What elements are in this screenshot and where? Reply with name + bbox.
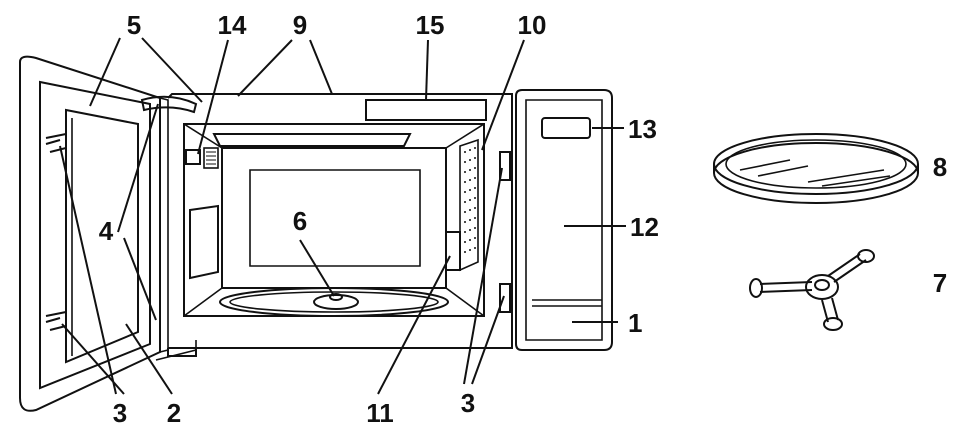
door-window xyxy=(65,108,139,364)
callout-label-14: 14 xyxy=(218,10,247,40)
callout-label-11: 11 xyxy=(366,398,394,428)
oven-lamp xyxy=(185,147,219,169)
callout-label-9: 9 xyxy=(293,10,307,40)
callout-label-3-right: 3 xyxy=(461,388,475,418)
callout-label-4: 4 xyxy=(99,216,114,246)
callout-label-15: 15 xyxy=(416,10,445,40)
door-lock-slot-lower xyxy=(499,283,511,313)
door-latch-hook-upper xyxy=(45,132,67,153)
callout-label-1: 1 xyxy=(628,308,642,338)
cavity-vent-grille xyxy=(459,138,479,272)
leader-lines xyxy=(59,37,626,395)
oven-cabinet xyxy=(167,93,513,349)
callout-label-12: 12 xyxy=(630,212,659,242)
callout-label-2: 2 xyxy=(167,398,181,428)
oven-cavity xyxy=(183,123,485,317)
callout-label-5: 5 xyxy=(127,10,141,40)
glass-tray xyxy=(713,133,919,204)
callout-label-8: 8 xyxy=(933,152,947,182)
callout-label-13: 13 xyxy=(628,114,657,144)
control-panel xyxy=(515,89,613,351)
wave-guide-cover xyxy=(189,204,219,280)
callout-label-3-left: 3 xyxy=(113,398,127,428)
door-handle-top xyxy=(140,95,198,114)
callout-label-7: 7 xyxy=(933,268,947,298)
door-lock-slot-upper xyxy=(499,151,511,181)
control-panel-top-vent xyxy=(365,99,487,121)
turntable-roller-ring xyxy=(749,249,875,331)
safety-interlock-switch xyxy=(445,231,461,271)
door-latch-hook-lower xyxy=(45,310,67,331)
turntable-floor xyxy=(219,287,449,317)
turntable-shaft xyxy=(313,293,359,310)
callout-label-10: 10 xyxy=(518,10,547,40)
callout-label-6: 6 xyxy=(293,206,307,236)
oven-foot xyxy=(167,348,197,357)
